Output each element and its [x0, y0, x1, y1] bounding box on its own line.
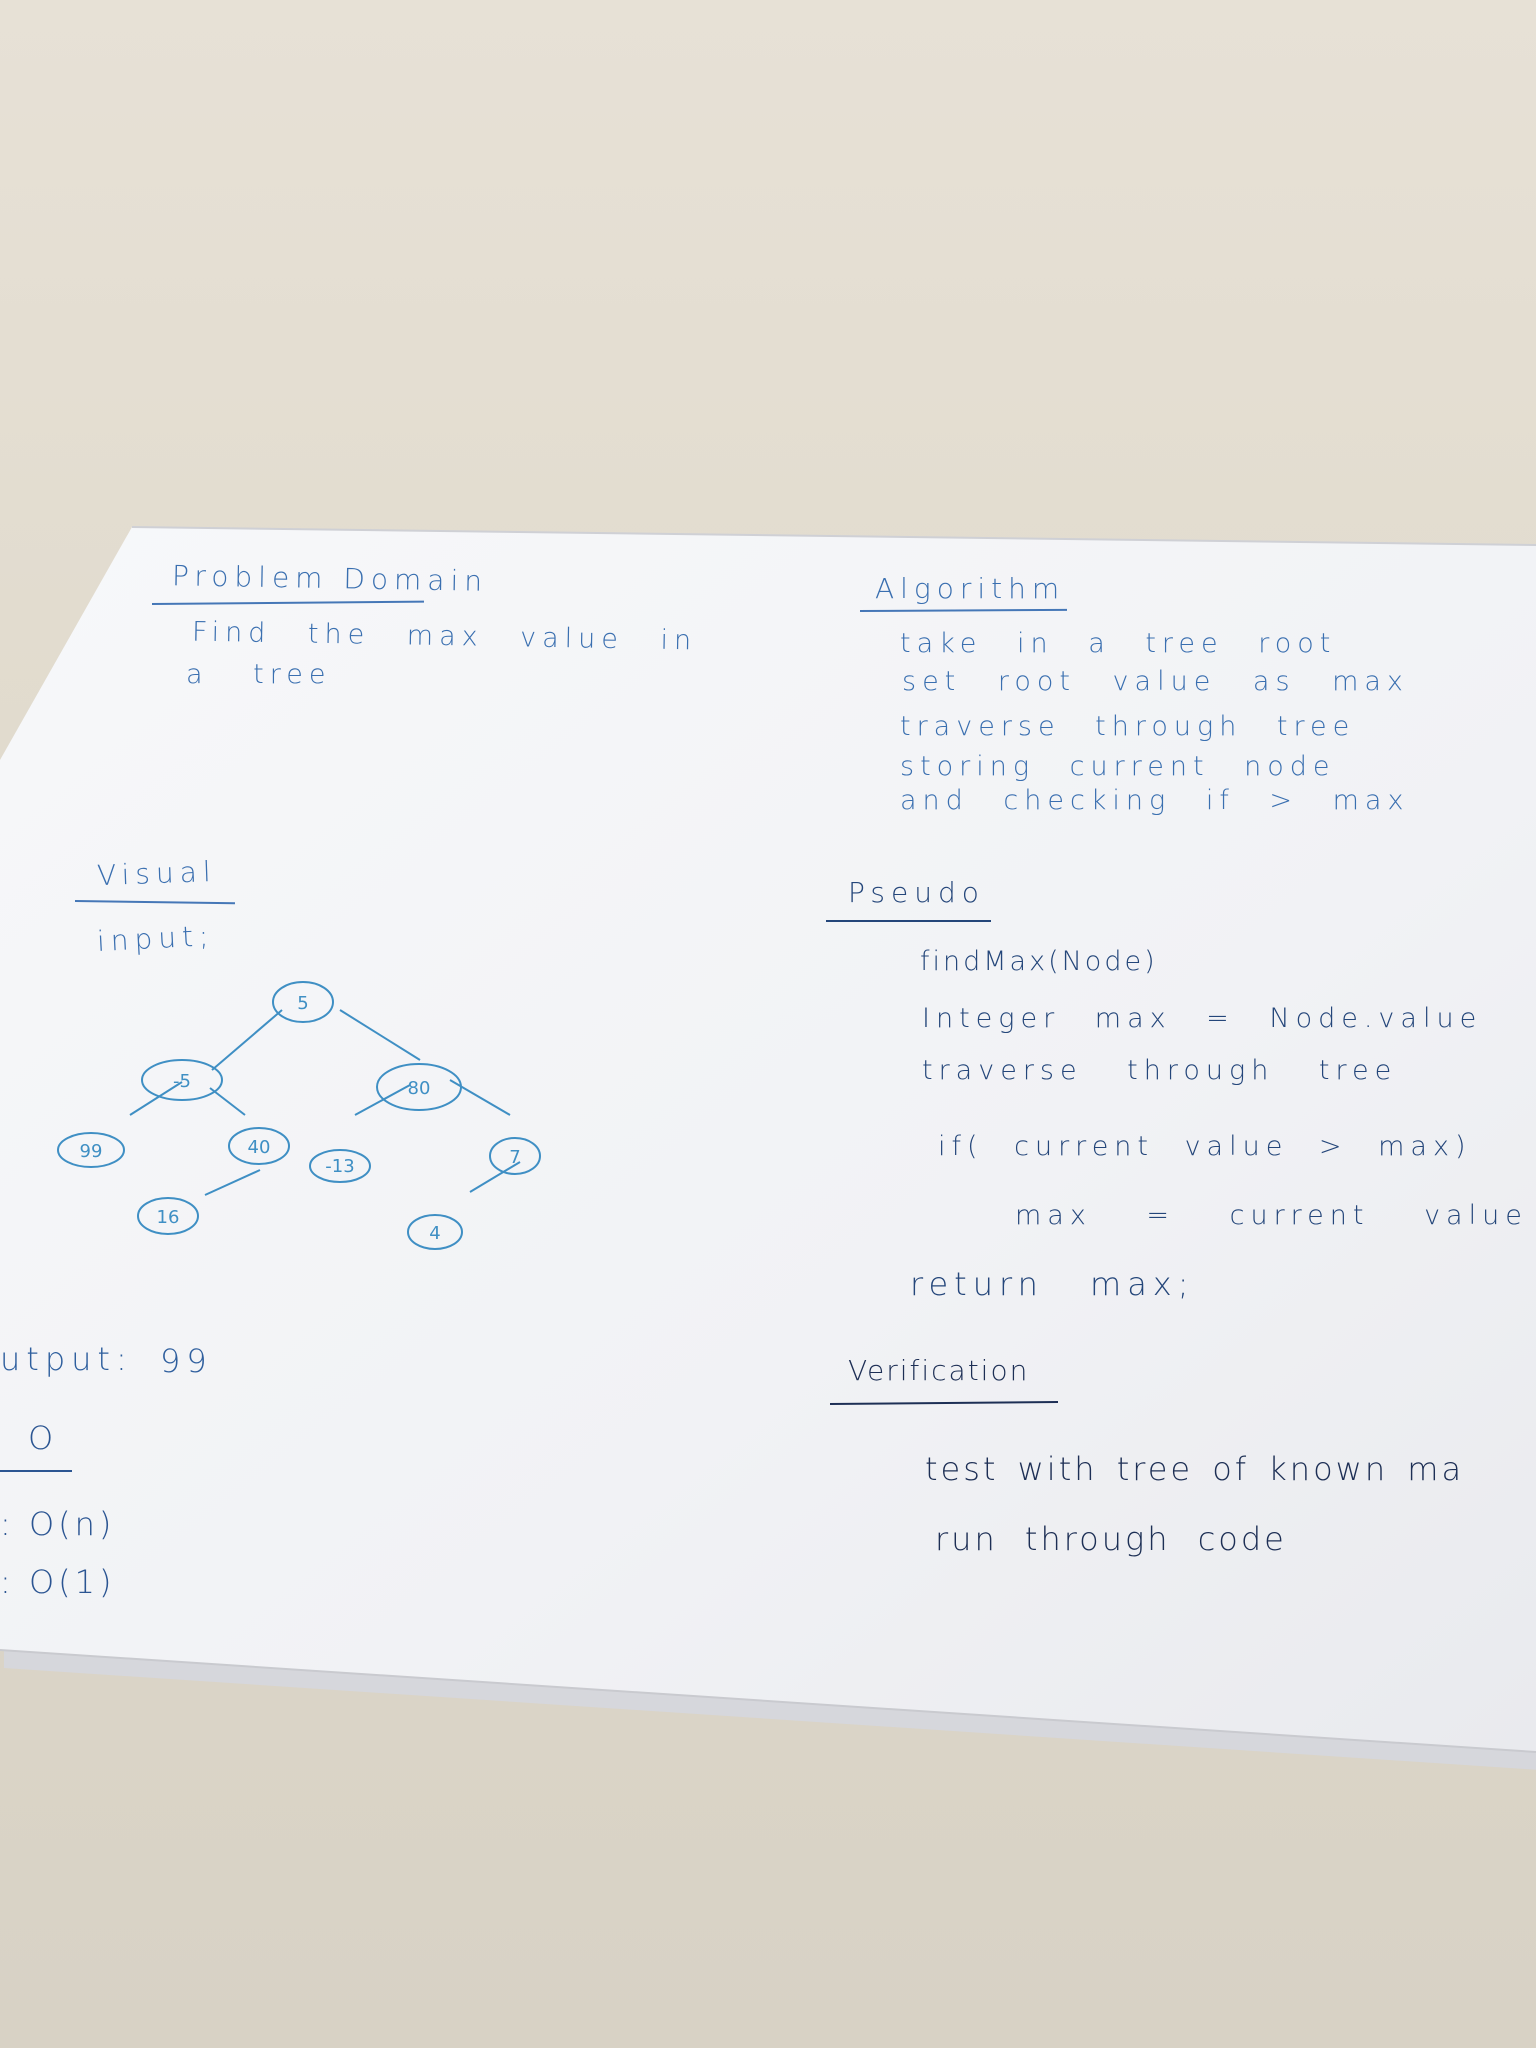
pseudo-line-2: Integer max = Node.value [922, 1003, 1483, 1034]
verification-line-1: test with tree of known ma [925, 1450, 1465, 1488]
algorithm-heading: Algorithm [875, 572, 1066, 605]
problem-domain-line-2: a tree [186, 659, 332, 690]
tree-node [141, 1059, 223, 1101]
tree-node-label: -13 [325, 1156, 354, 1177]
big-o-space: : O(1) [0, 1563, 116, 1601]
tree-node [489, 1137, 541, 1175]
tree-node [407, 1214, 463, 1250]
algorithm-line-4: storing current node [900, 751, 1336, 782]
output-label: utput: [0, 1340, 133, 1378]
algorithm-line-2: set root value as max [902, 666, 1409, 697]
algorithm-line-3: traverse through tree [900, 711, 1356, 742]
tree-edge [449, 1079, 511, 1116]
tree-edge [469, 1161, 521, 1193]
tree-node [309, 1149, 371, 1183]
big-o-time: : O(n) [0, 1505, 116, 1543]
input-label: input; [96, 918, 216, 959]
tree-node-label: -5 [173, 1071, 191, 1092]
tree-diagram: 5 -5 80 99 40 -13 7 16 4 [57, 981, 541, 1250]
tree-node [272, 981, 334, 1023]
pseudo-heading: Pseudo [848, 876, 985, 909]
pseudo-line-5: max = current value [1015, 1200, 1528, 1231]
tree-edge [339, 1009, 421, 1061]
verification-line-2: run through code [935, 1520, 1287, 1558]
problem-domain-heading: Problem Domain [171, 559, 489, 598]
pseudo-line-6: return max; [910, 1265, 1195, 1303]
tree-node-label: 40 [248, 1137, 271, 1158]
algorithm-line-5: and checking if > max [900, 785, 1410, 816]
pseudo-line-3: traverse through tree [922, 1055, 1398, 1086]
tree-edge [211, 1009, 283, 1071]
tree-node [228, 1127, 290, 1165]
pseudo-underline [826, 920, 991, 922]
big-o-underline [0, 1470, 72, 1472]
tree-node-label: 5 [297, 993, 308, 1014]
algorithm-line-1: take in a tree root [900, 628, 1337, 659]
tree-node-label: 99 [80, 1141, 103, 1162]
tree-edge [204, 1169, 261, 1196]
output-value: 99 [160, 1342, 213, 1380]
visual-heading: Visual [96, 854, 218, 893]
tree-node [137, 1197, 199, 1235]
tree-node-label: 7 [509, 1147, 520, 1168]
verification-heading: Verification [848, 1354, 1030, 1387]
pseudo-line-1: findMax(Node) [920, 946, 1158, 977]
pseudo-line-4: if( current value > max) [938, 1131, 1472, 1162]
tree-node-label: 80 [408, 1078, 431, 1099]
tree-node [57, 1132, 125, 1168]
tree-edge [209, 1087, 246, 1116]
big-o-heading: O [28, 1419, 60, 1457]
tree-edge [129, 1081, 183, 1116]
tree-node-label: 16 [157, 1207, 180, 1228]
tree-node-label: 4 [429, 1223, 440, 1244]
tree-node [376, 1063, 462, 1111]
tree-edge [354, 1084, 411, 1116]
